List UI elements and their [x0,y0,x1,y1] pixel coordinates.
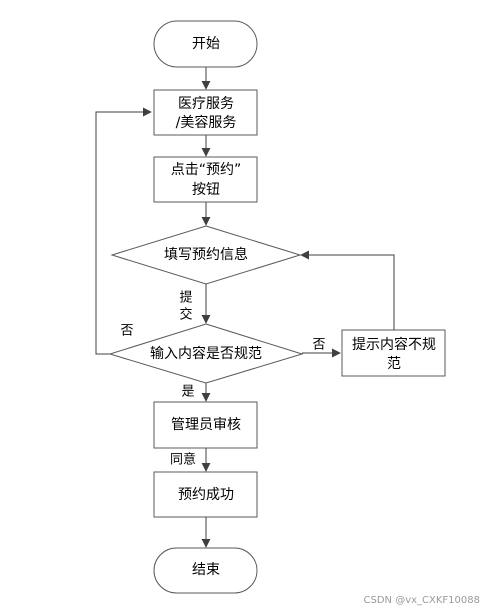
node-success: 预约成功 [153,471,258,518]
edges [95,67,395,548]
end-label: 结束 [192,562,220,578]
edge-tip-back-to-fill [300,250,395,330]
success-label: 预约成功 [178,487,234,503]
edge-label-submit-line-2: 交 [179,307,192,323]
review-label: 管理员审核 [171,417,241,433]
tip-label-line-1: 提示内容不规 [352,336,436,353]
tip-label-line-2: 范 [387,355,401,372]
service-label-line-1: 医疗服务 [178,96,234,112]
click-box [153,156,258,203]
node-fill: 填写预约信息 [110,225,302,285]
check-label: 输入内容是否规范 [150,345,262,362]
click-label-line-2: 按钮 [192,182,220,198]
node-service: 医疗服务 /美容服务 [153,89,258,136]
edge-labels: 提 交 否 否 是 同意 [120,290,325,468]
start-terminator-shape [153,20,258,68]
watermark: CSDN @vx_CXKF10088 [363,595,480,606]
node-end: 结束 [153,547,258,594]
edge-check-no-loop-back [95,107,152,355]
click-label-line-1: 点击“预约” [171,162,242,178]
tip-box [341,329,446,377]
edge-label-yes: 是 [181,385,194,400]
fill-label: 填写预约信息 [164,246,248,263]
node-tip: 提示内容不规 范 [341,329,446,377]
fill-decision-shape [110,225,302,285]
end-terminator-shape [153,547,258,594]
edge-label-agree: 同意 [170,452,196,468]
node-review: 管理员审核 [153,401,258,449]
edge-label-no-right: 否 [312,338,325,353]
node-start: 开始 [153,20,258,68]
check-decision-shape [108,323,304,384]
service-label-line-2: /美容服务 [176,114,237,131]
node-check: 输入内容是否规范 [108,323,304,384]
success-box [153,471,258,518]
edge-label-no-left: 否 [120,324,133,339]
start-label: 开始 [192,36,220,52]
review-box [153,401,258,449]
edge-label-submit-line-1: 提 [179,290,192,306]
service-box [153,89,258,136]
node-click: 点击“预约” 按钮 [153,156,258,203]
